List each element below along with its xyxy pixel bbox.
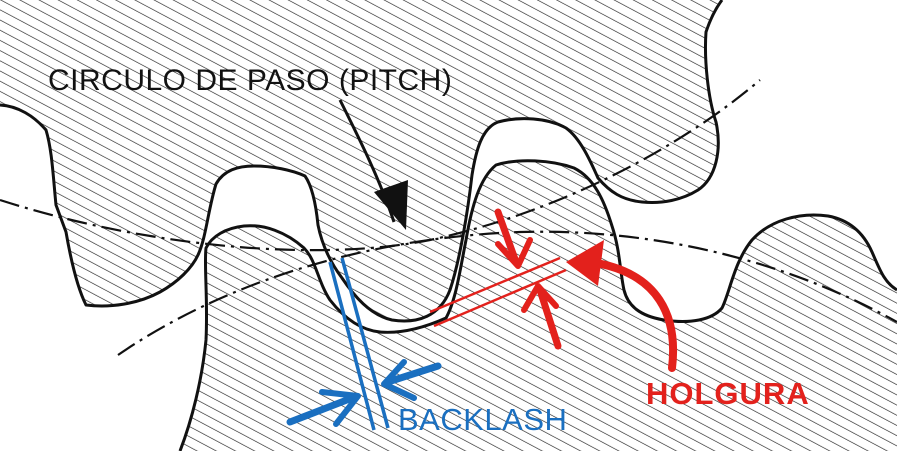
backlash-arrowhead-left [319, 389, 361, 427]
backlash-indicator [286, 257, 442, 431]
backlash-line-left [328, 261, 376, 431]
clearance-arrow-bottom [536, 286, 562, 350]
clearance-indicator [429, 208, 678, 372]
backlash-line-right [340, 257, 390, 429]
clearance-label: HOLGURA [646, 376, 810, 411]
clearance-curved-arrowhead [566, 240, 604, 286]
clearance-arrowhead-bottom [521, 283, 559, 313]
pitch-leader-arrowhead [374, 180, 408, 230]
pitch-circle-label: CIRCULO DE PASO (PITCH) [48, 64, 453, 97]
backlash-arrow-left [286, 394, 356, 426]
backlash-arrowhead-right [381, 359, 417, 401]
clearance-line-lower [433, 268, 567, 328]
clearance-arrowhead-top [495, 237, 533, 269]
clearance-line-upper [429, 256, 561, 314]
backlash-arrow-right [384, 362, 442, 386]
upper-gear-tooth-profile [0, 0, 724, 323]
pitch-circle-lower-gear [117, 230, 897, 356]
backlash-label: BACKLASH [398, 402, 568, 437]
clearance-arrow-top [494, 208, 520, 266]
pitch-leader-arrow [338, 99, 408, 230]
lower-gear-tooth-profile [178, 159, 897, 451]
pitch-circle-upper-gear [0, 79, 761, 252]
clearance-curved-arrow [586, 258, 678, 372]
